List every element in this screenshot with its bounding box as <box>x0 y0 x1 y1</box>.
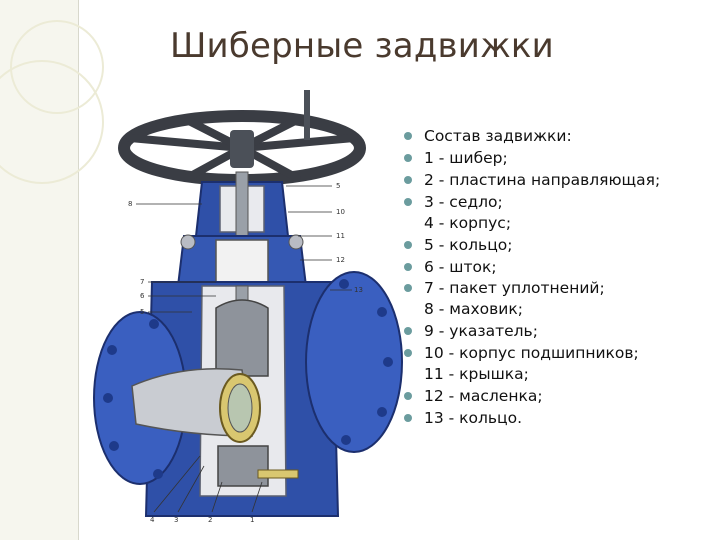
left-band-divider <box>78 0 79 540</box>
callout-label: 3 <box>174 516 178 524</box>
handwheel-hub <box>230 130 254 168</box>
callout-label: 8 <box>128 200 132 208</box>
callout-label: 2 <box>208 516 212 524</box>
list-item: 3 - седло; 4 - корпус; <box>398 192 710 234</box>
list-item: 5 - кольцо; <box>398 235 710 256</box>
list-item-text: 5 - кольцо; <box>424 235 513 254</box>
seat-inner <box>227 383 253 433</box>
list-item: 10 - корпус подшипников; 11 - крышка; <box>398 343 710 385</box>
list-item-text: Состав задвижки: <box>424 127 572 145</box>
list-item: 13 - кольцо. <box>398 408 710 429</box>
callout-label: 4 <box>150 516 155 524</box>
bullet-icon <box>404 240 412 249</box>
bonnet-bolt <box>288 234 304 250</box>
list-item-text: 2 - пластина направляющая; <box>424 170 661 189</box>
slide-title: Шиберные задвижки <box>170 26 554 66</box>
callout-label: 6 <box>140 292 145 300</box>
bullet-icon <box>404 197 412 206</box>
list-item-text: 9 - указатель; <box>424 322 538 341</box>
right-flange <box>305 271 403 453</box>
bullet-icon <box>404 132 412 140</box>
indicator-rod <box>304 90 310 140</box>
bullet-icon <box>404 262 412 271</box>
packing-set <box>215 239 269 283</box>
callout-label: 5 <box>336 182 340 190</box>
list-item-text: 10 - корпус подшипников; 11 - крышка; <box>424 344 639 384</box>
bullet-icon <box>404 175 412 184</box>
decorative-circle <box>0 60 104 184</box>
bullet-icon <box>404 413 412 422</box>
list-item: 6 - шток; <box>398 257 710 278</box>
component-list: Состав задвижки: 1 - шибер; 2 - пластина… <box>398 126 710 430</box>
bullet-icon <box>404 349 412 358</box>
list-item-text: 1 - шибер; <box>424 148 508 167</box>
list-item: 1 - шибер; <box>398 148 710 169</box>
ring <box>257 469 299 479</box>
list-item: 9 - указатель; <box>398 321 710 342</box>
callout-label: 10 <box>336 208 345 216</box>
bullet-icon <box>404 284 412 293</box>
bullet-icon <box>404 392 412 401</box>
bullet-icon <box>404 327 412 336</box>
callout-label: 13 <box>354 286 363 294</box>
callout-label: 11 <box>336 232 345 240</box>
list-item-text: 13 - кольцо. <box>424 408 523 427</box>
list-item-text: 7 - пакет уплотнений; 8 - маховик; <box>424 279 605 319</box>
callout-label: 12 <box>336 256 345 264</box>
guide-plate <box>217 445 269 487</box>
list-item: 7 - пакет уплотнений; 8 - маховик; <box>398 278 710 320</box>
gate-plate <box>215 299 269 377</box>
list-item-text: 12 - масленка; <box>424 387 543 406</box>
list-item: Состав задвижки: <box>398 126 710 147</box>
list-item-text: 3 - седло; 4 - корпус; <box>424 192 512 232</box>
bullet-icon <box>404 153 412 162</box>
callout-label: 7 <box>140 278 144 286</box>
list-item: 12 - масленка; <box>398 386 710 407</box>
callout-label: 1 <box>250 516 254 524</box>
gate-valve-cutaway-diagram: 8 5 10 11 12 13 7 6 5 4 3 2 1 <box>93 90 403 524</box>
callout-leaders <box>136 185 352 513</box>
flange-bolt-holes <box>103 279 393 479</box>
list-item: 2 - пластина направляющая; <box>398 170 710 191</box>
callout-labels: 8 5 10 11 12 13 7 6 5 4 3 2 1 <box>128 182 363 524</box>
callout-label: 5 <box>140 308 144 316</box>
list-item-text: 6 - шток; <box>424 257 497 276</box>
bonnet-bolt <box>180 234 196 250</box>
